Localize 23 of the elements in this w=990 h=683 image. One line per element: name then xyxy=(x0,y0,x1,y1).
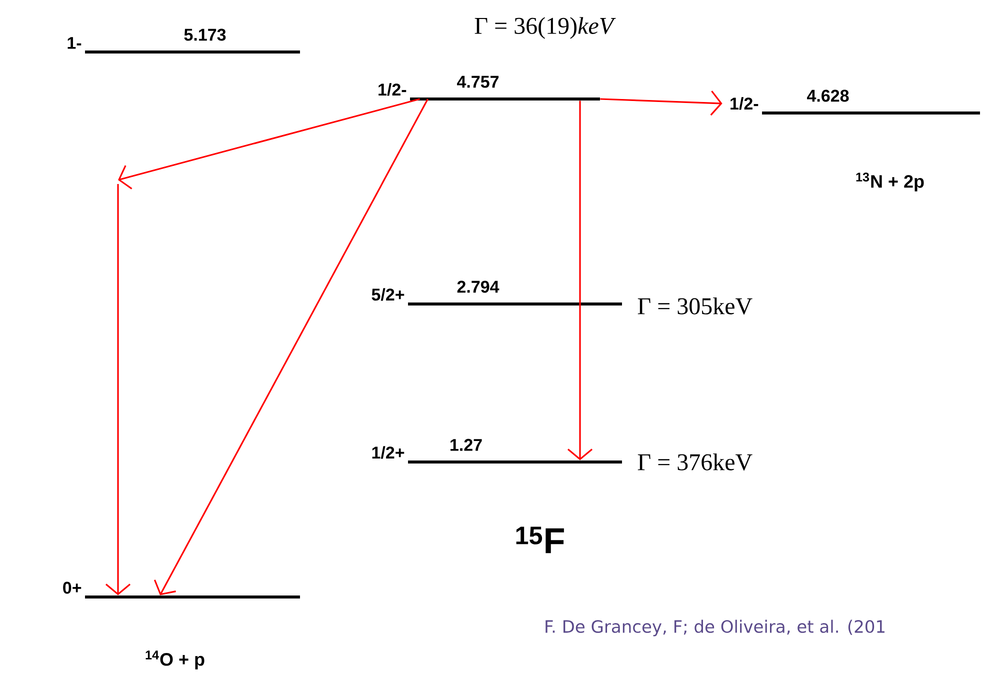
spin-label: 5/2+ xyxy=(372,288,404,301)
width-label: Γ = 305keV xyxy=(638,297,752,314)
arrow xyxy=(154,98,428,596)
nucleus-label: $^{15}$F xyxy=(516,526,564,554)
energy-value: 4.628 xyxy=(807,90,849,102)
width-label: Γ = 376keV xyxy=(638,453,752,470)
spin-label: 1/2- xyxy=(730,97,758,110)
citation-text: F. De Grancey, F; de Oliveira, et al. (201 xyxy=(546,620,884,636)
arrow xyxy=(600,90,722,116)
spin-label: 0+ xyxy=(63,582,82,594)
channel-label: $^{14}$O + p xyxy=(146,650,204,670)
channel-label: $^{13}$N + 2p xyxy=(856,172,924,192)
energy-value: 4.757 xyxy=(456,76,499,88)
energy-value: 2.794 xyxy=(457,280,500,293)
arrow xyxy=(568,100,593,460)
width-label: Γ = 36(19)keV xyxy=(474,17,616,39)
arrow xyxy=(106,184,131,596)
energy-value: 1.27 xyxy=(450,438,482,451)
energy-value: 5.173 xyxy=(184,28,226,41)
arrow xyxy=(118,98,420,190)
spin-label: 1- xyxy=(68,37,82,49)
spin-label: 1/2- xyxy=(378,83,406,96)
spin-label: 1/2+ xyxy=(372,446,404,459)
